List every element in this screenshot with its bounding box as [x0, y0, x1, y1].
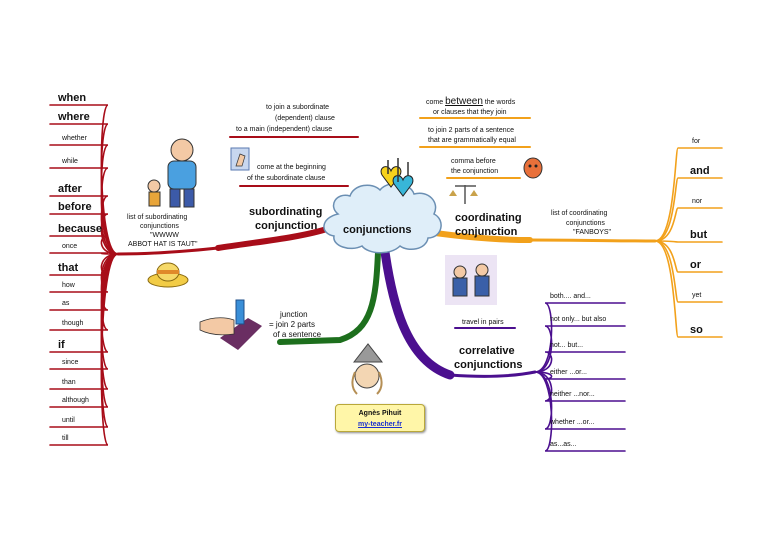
- subordinating-word-9: how: [62, 282, 75, 289]
- subordinating-note1-line1: to join a subordinate: [266, 104, 330, 111]
- correlative-branch-0: [534, 302, 626, 373]
- subordinating-word-11: though: [62, 320, 84, 327]
- author-site-link[interactable]: my-teacher.fr: [358, 421, 402, 428]
- subordinating-branch-17: [49, 253, 119, 446]
- scales-illustration: [449, 185, 478, 204]
- correlative-word-6: as...as...: [550, 441, 577, 448]
- junction-line3: of a sentence: [273, 330, 322, 339]
- coordinating-note3-line1: comma before: [451, 158, 496, 165]
- coordinating-word-0: for: [692, 138, 701, 145]
- coordinating-note1-line1: come between the words: [426, 96, 516, 107]
- subordinating-word-17: till: [62, 435, 69, 442]
- coordinating-word-6: so: [690, 324, 703, 336]
- subordinating-word-6: because: [58, 223, 103, 235]
- subordinating-branch-lines: [49, 104, 359, 446]
- coordinating-branch-2: [654, 207, 723, 242]
- subordinating-word-1: where: [58, 111, 90, 123]
- correlative-title-line1: correlative: [459, 345, 515, 357]
- junction-branch-line: [277, 249, 381, 345]
- subordinating-word-3: while: [62, 158, 78, 165]
- hat-illustration: [147, 262, 189, 288]
- subordinating-title-line2: conjunction: [255, 220, 318, 232]
- coordinating-list-label-line2: conjunctions: [566, 220, 605, 227]
- correlative-branch-1: [534, 325, 626, 373]
- subordinating-word-0: when: [58, 92, 87, 104]
- coordinating-note1-line2: or clauses that they join: [433, 109, 507, 116]
- police-illustration: [445, 255, 497, 305]
- correlative-word-4: neither ...nor...: [550, 391, 595, 398]
- subordinating-note1-line2: (dependent) clause: [275, 115, 335, 122]
- correlative-note: travel in pairs: [462, 319, 504, 326]
- subordinating-branch-3: [49, 167, 119, 255]
- correlative-branch-6: [534, 371, 626, 452]
- correlative-word-5: whether ...or...: [550, 419, 595, 426]
- subordinating-list-label-line1: list of subordinating: [127, 214, 188, 221]
- coordinating-branch-3: [654, 240, 723, 243]
- subordinating-word-14: than: [62, 379, 76, 386]
- junction-line2: = join 2 parts: [269, 320, 316, 329]
- coordinating-list-label-line3: "FANBOYS": [573, 229, 612, 236]
- hearts-keys-illustration: [380, 158, 414, 197]
- coordinating-branch-4: [654, 240, 723, 273]
- coordinating-list-label-line1: list of coordinating: [551, 210, 608, 217]
- center-cloud: [323, 182, 442, 254]
- subordinating-list-label-line4: ABBOT HAT IS TAUT": [128, 241, 198, 248]
- correlative-word-1: not only... but also: [550, 316, 607, 323]
- coordinating-title-line2: conjunction: [455, 226, 518, 238]
- subordinating-branch-7: [49, 252, 119, 255]
- correlative-branch-2: [534, 351, 626, 373]
- subordinating-note2-line1: come at the beginning: [257, 164, 326, 171]
- subordinating-word-12: if: [58, 339, 65, 351]
- subordinating-word-5: before: [58, 201, 92, 213]
- subordinating-list-label-line2: conjunctions: [140, 223, 179, 230]
- coordinating-word-3: but: [690, 229, 708, 241]
- coordinating-title-line1: coordinating: [455, 212, 522, 224]
- mask-illustration: [523, 157, 543, 179]
- junction-line1: junction: [280, 310, 308, 319]
- correlative-title-line2: conjunctions: [454, 359, 523, 371]
- coordinating-word-1: and: [690, 165, 710, 177]
- coordinating-branch-0: [654, 147, 723, 242]
- subordinating-word-15: although: [62, 397, 89, 404]
- center-label: conjunctions: [343, 224, 412, 236]
- coordinating-word-4: or: [690, 259, 701, 271]
- subordinating-word-7: once: [62, 243, 78, 250]
- correlative-word-2: not... but...: [550, 342, 584, 349]
- subordinating-word-10: as: [62, 300, 70, 307]
- subordinating-word-8: that: [58, 262, 79, 274]
- glue-stick-illustration: [199, 299, 262, 350]
- author-cartoon: [351, 343, 384, 395]
- subordinating-note2-line2: of the subordinate clause: [247, 175, 326, 182]
- author-name: Agnès Pihuit: [358, 410, 402, 417]
- coordinating-branch-1: [654, 177, 723, 242]
- coordinating-note2-line1: to join 2 parts of a sentence: [428, 127, 514, 134]
- coordinating-branch-6: [654, 240, 723, 338]
- coordinating-note3-line2: the conjunction: [451, 168, 499, 175]
- correlative-branch-lines: [380, 247, 626, 452]
- subordinating-list-label-line3: "WWWW: [150, 232, 179, 239]
- coordinating-word-2: nor: [692, 198, 703, 205]
- coordinating-note2-line2: that are grammatically equal: [428, 137, 516, 144]
- subordinating-title-line1: subordinating: [249, 206, 323, 218]
- subordinating-note1-line3: to a main (independent) clause: [236, 126, 333, 133]
- coordinating-branch-lines: [419, 117, 723, 338]
- subordinating-word-16: until: [62, 417, 75, 424]
- coordinating-word-5: yet: [692, 292, 702, 299]
- subordinating-word-4: after: [58, 183, 82, 195]
- subordinating-word-13: since: [62, 359, 79, 366]
- subordinating-word-2: whether: [62, 135, 87, 142]
- teacher-cartoon: [147, 138, 197, 208]
- correlative-word-3: either ...or...: [550, 369, 587, 376]
- hand-illustration: [230, 147, 250, 171]
- correlative-word-0: both.... and...: [550, 293, 591, 300]
- author-credit: Agnès Pihuit my-teacher.fr: [335, 404, 425, 432]
